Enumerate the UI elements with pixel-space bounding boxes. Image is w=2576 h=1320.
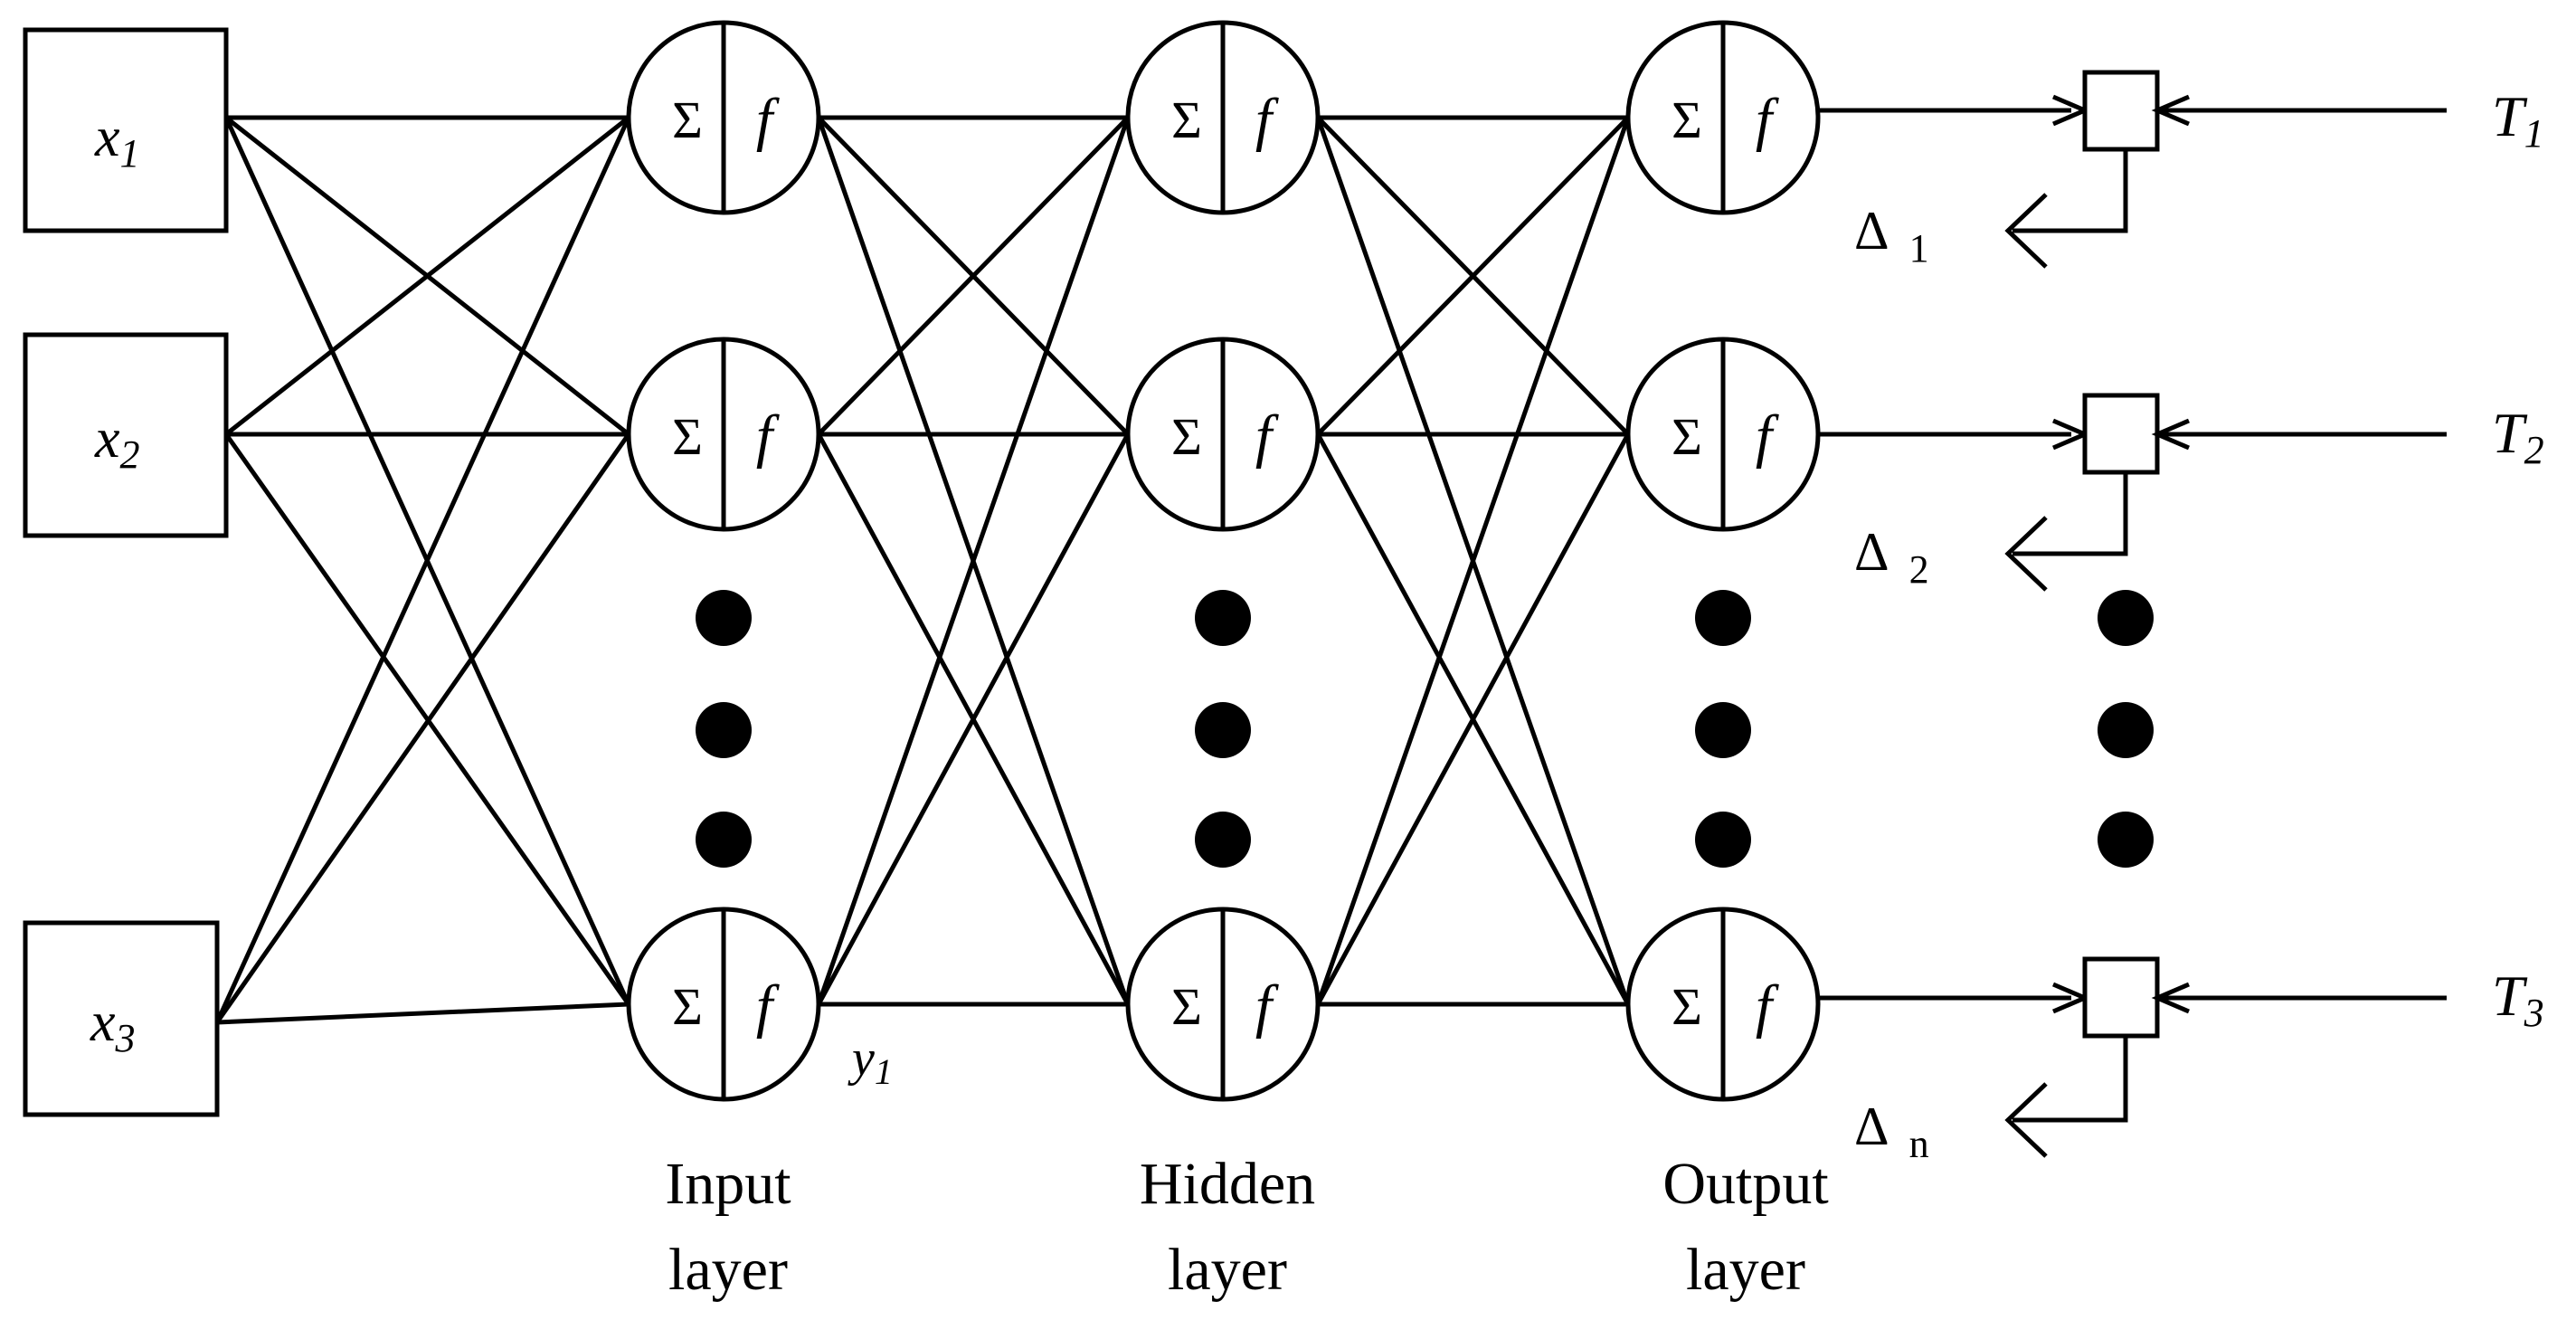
ellipsis-dots — [696, 590, 2154, 868]
layer-labels: Input layer Hidden layer Output layer — [665, 1151, 1828, 1303]
sum-symbol: Σ — [1672, 977, 1702, 1036]
connection — [817, 116, 1130, 436]
layer-label-hidden: Hidden — [1140, 1151, 1315, 1217]
comparator-1 — [1818, 70, 2447, 269]
connection — [1316, 116, 1630, 436]
connection — [216, 1002, 630, 1025]
sum-symbol: Σ — [672, 407, 703, 466]
comparator-3 — [1818, 956, 2447, 1158]
sum-symbol: Σ — [672, 977, 703, 1036]
dot — [2098, 812, 2154, 868]
target-label-3: T3 — [2492, 964, 2544, 1035]
sum-symbol: Σ — [1171, 90, 1202, 149]
connection — [1315, 117, 1631, 1005]
connection-lines — [214, 115, 1631, 1025]
svg-text:x3: x3 — [90, 992, 136, 1060]
svg-text:x2: x2 — [94, 408, 140, 477]
sum-symbol: Σ — [1672, 90, 1702, 149]
target-label-2: T2 — [2492, 401, 2544, 472]
dot — [1695, 812, 1751, 868]
dot — [696, 590, 752, 646]
connection — [214, 432, 631, 1024]
comparator-2 — [1818, 393, 2447, 592]
input-node-1: x1 — [23, 27, 229, 233]
connection — [816, 432, 1131, 1006]
output-label-y1: y1 — [848, 1030, 893, 1092]
sum-symbol: Σ — [672, 90, 703, 149]
layer-label-input: Input — [665, 1151, 791, 1217]
connection — [1315, 432, 1631, 1006]
layer-label-input-2: layer — [668, 1237, 788, 1303]
sum-symbol: Σ — [1171, 977, 1202, 1036]
dot — [696, 702, 752, 758]
dot — [2098, 702, 2154, 758]
connection — [214, 116, 631, 1024]
layer-label-output: Output — [1662, 1151, 1828, 1217]
dot — [1195, 590, 1251, 646]
layer-label-hidden-2: layer — [1168, 1237, 1287, 1303]
dot — [1695, 590, 1751, 646]
dot — [1195, 702, 1251, 758]
target-label-1: T1 — [2492, 84, 2544, 156]
svg-text:x1: x1 — [94, 107, 140, 176]
connection — [816, 117, 1131, 1005]
dot — [2098, 590, 2154, 646]
sum-symbol: Σ — [1171, 407, 1202, 466]
connection — [224, 116, 630, 436]
dot — [696, 812, 752, 868]
dot — [1695, 702, 1751, 758]
dot — [1195, 812, 1251, 868]
layer-label-output-2: layer — [1686, 1237, 1805, 1303]
input-node-3: x3 — [23, 920, 220, 1117]
sum-symbol: Σ — [1672, 407, 1702, 466]
input-node-2: x2 — [23, 332, 229, 538]
